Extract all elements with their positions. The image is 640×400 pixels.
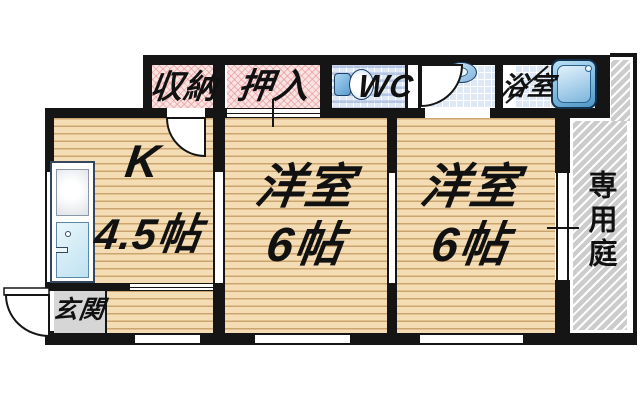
sink-basin bbox=[56, 222, 89, 278]
western-room-2 bbox=[397, 118, 555, 333]
western-room-2-size-label: 6帖 bbox=[427, 219, 513, 272]
wall bbox=[205, 108, 227, 118]
wall bbox=[143, 108, 167, 118]
western-room-1-size-label: 6帖 bbox=[262, 219, 348, 272]
western-room-1 bbox=[225, 118, 387, 333]
wall bbox=[495, 65, 503, 108]
wall bbox=[555, 280, 570, 345]
room-sliding-door bbox=[387, 173, 397, 283]
entrance-area bbox=[54, 291, 105, 333]
wall bbox=[45, 108, 155, 118]
wall bbox=[213, 118, 225, 172]
window bbox=[255, 333, 350, 345]
wall bbox=[320, 55, 332, 118]
storage-label: 収納 bbox=[147, 68, 221, 105]
washbasin-inner bbox=[452, 67, 468, 77]
wall bbox=[555, 118, 570, 173]
garden-hatch bbox=[573, 121, 627, 330]
garden-label: 専用庭 bbox=[584, 170, 616, 272]
wall bbox=[387, 283, 397, 333]
wall bbox=[143, 55, 610, 65]
faucet-spout bbox=[56, 247, 68, 253]
wall bbox=[45, 283, 130, 291]
washbasin-icon bbox=[446, 62, 477, 83]
entrance-divider bbox=[105, 291, 107, 333]
window bbox=[556, 173, 569, 280]
storage-area bbox=[152, 65, 215, 108]
wall bbox=[418, 65, 421, 108]
western-room-2-label: 洋室 bbox=[417, 161, 523, 214]
storage-door-opening bbox=[167, 108, 205, 118]
closet-sliding-door bbox=[227, 108, 320, 118]
wall bbox=[45, 108, 54, 172]
closet-label: 押入 bbox=[235, 67, 313, 106]
garden-border bbox=[633, 53, 637, 345]
bathtub-drain bbox=[585, 65, 592, 72]
garden-hatch-top bbox=[611, 60, 630, 121]
wall bbox=[405, 65, 408, 108]
bathroom-label: 浴室 bbox=[498, 71, 558, 101]
kitchen-sink-icon bbox=[50, 161, 95, 283]
toilet-bowl bbox=[349, 69, 374, 100]
wall bbox=[143, 55, 152, 118]
wall bbox=[213, 55, 225, 118]
kitchen-size-label: 4.5帖 bbox=[91, 211, 205, 259]
hall-sliding-door bbox=[130, 283, 213, 291]
faucet-icon bbox=[65, 231, 71, 237]
toilet-label: WC bbox=[355, 68, 417, 104]
wall bbox=[320, 108, 425, 118]
wall bbox=[387, 118, 397, 173]
entrance-label: 玄関 bbox=[51, 296, 108, 324]
wall bbox=[595, 55, 610, 118]
bathtub-inner bbox=[557, 65, 591, 103]
kitchen-counter bbox=[56, 169, 89, 216]
wall bbox=[213, 283, 225, 333]
window bbox=[135, 333, 200, 345]
garden-border bbox=[610, 53, 637, 57]
entrance-door-arc bbox=[4, 294, 50, 338]
room-sliding-door bbox=[213, 172, 225, 283]
entrance-door-panel bbox=[3, 287, 50, 296]
kitchen-label: K bbox=[122, 135, 164, 187]
western-room-1-label: 洋室 bbox=[252, 161, 358, 214]
window bbox=[420, 333, 523, 345]
bathtub-icon bbox=[551, 59, 597, 109]
wall bbox=[490, 108, 610, 118]
washroom-door-opening bbox=[425, 108, 490, 118]
